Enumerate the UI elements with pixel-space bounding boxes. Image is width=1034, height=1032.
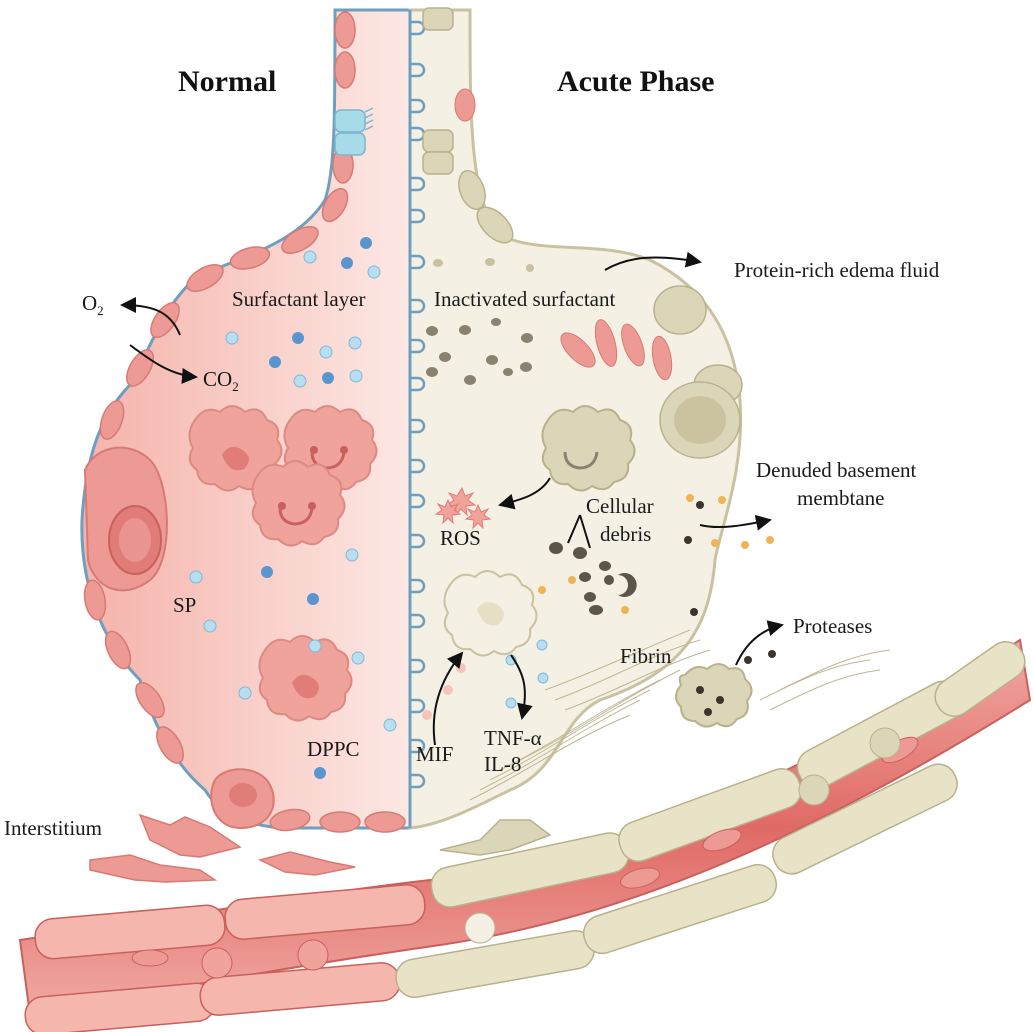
dark-particles <box>684 501 776 664</box>
ros-label: ROS <box>440 526 481 550</box>
normal-title: Normal <box>178 65 276 98</box>
normal-epithelial-cells <box>83 11 406 833</box>
co2-arrow <box>129 344 198 384</box>
yellow-particles <box>538 494 774 614</box>
interstitial-cells <box>89 813 356 883</box>
alveolar-macrophage <box>258 635 353 722</box>
o2-arrow <box>120 297 181 336</box>
interstitium-label: Interstitium <box>4 816 102 840</box>
surfactant-layer-label: Surfactant layer <box>232 287 366 311</box>
type-ii-cell <box>83 446 168 592</box>
debris-pointer <box>567 514 591 549</box>
proteases-label: Proteases <box>793 614 872 638</box>
fibrin-strands <box>469 629 891 801</box>
type-ii-cell-bottom <box>210 768 275 830</box>
acute-epithelial-cells <box>422 7 743 459</box>
co2-label: CO2 <box>203 367 239 394</box>
macrophage <box>541 405 636 492</box>
interstitial-cells-acute <box>439 819 552 856</box>
surfactant-particles <box>189 237 397 779</box>
ciliated-cells <box>334 107 374 156</box>
normal-alveolus <box>80 8 412 833</box>
edema-arrow <box>604 251 702 271</box>
cellular-debris <box>549 542 637 615</box>
cellular-debris-label-line2: debris <box>600 522 651 546</box>
vessel-leukocytes <box>201 727 901 979</box>
protein-rich-edema-label: Protein-rich edema fluid <box>734 258 940 282</box>
denuded-basement-label-line1: Denuded basement <box>756 458 917 482</box>
macrophage-inactive <box>443 570 538 657</box>
red-blood-cells <box>560 319 673 381</box>
denuded-arrow <box>699 514 772 531</box>
vessel-wall-cells-normal <box>24 884 426 1032</box>
neutrophil <box>675 663 753 728</box>
ros-arrow <box>498 477 551 510</box>
mif-arrow <box>432 651 464 746</box>
red-blood-cell <box>454 88 476 122</box>
cellular-debris-label-line1: Cellular <box>586 494 654 518</box>
inactivated-surfactant-label: Inactivated surfactant <box>434 287 615 311</box>
fibrin-label: Fibrin <box>620 644 672 668</box>
ros-stars <box>434 486 492 530</box>
cytokine-particles <box>422 639 549 720</box>
proteases-arrow <box>735 620 784 666</box>
sp-label: SP <box>173 593 196 617</box>
denuded-basement-label-line2: membtane <box>797 486 884 510</box>
dppc-label: DPPC <box>307 737 360 761</box>
tnf-arrow <box>510 654 533 720</box>
acute-phase-title: Acute Phase <box>557 65 714 98</box>
inactivated-surfactant-particles <box>426 258 534 385</box>
tnf-alpha-label: TNF-α <box>484 726 542 750</box>
acute-cell-nucleus <box>674 396 726 444</box>
membrane-notches <box>410 20 426 789</box>
il8-label: IL-8 <box>484 752 521 776</box>
arrows <box>120 251 784 746</box>
acute-alveolus <box>408 7 891 830</box>
mif-label: MIF <box>416 742 453 766</box>
blood-vessel <box>18 638 1032 1032</box>
o2-label: O2 <box>82 291 104 318</box>
alveolar-macrophage <box>251 460 346 547</box>
